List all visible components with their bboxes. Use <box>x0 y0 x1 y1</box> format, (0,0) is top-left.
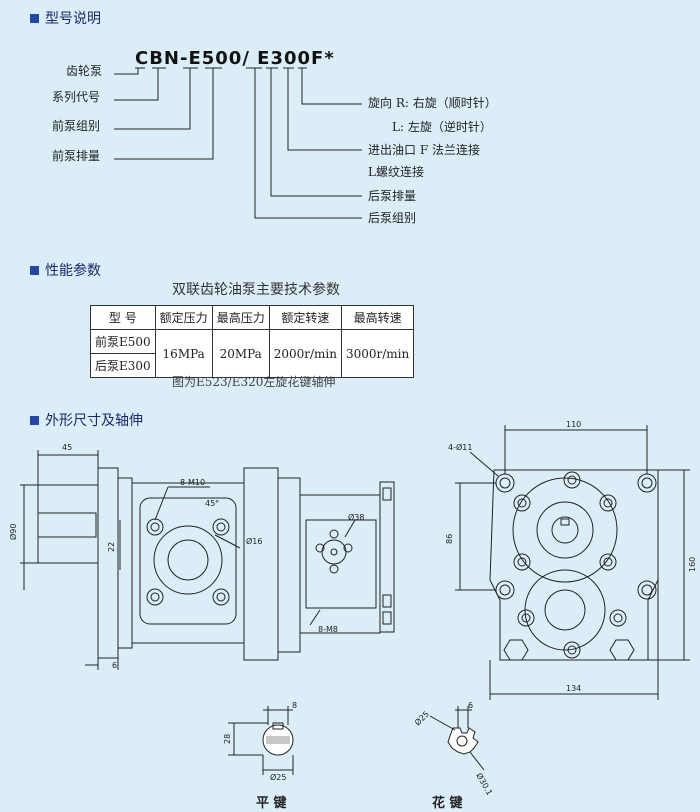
table-title: 双联齿轮油泵主要技术参数 <box>172 282 340 298</box>
dim-4-d11: 4-Ø11 <box>448 442 472 452</box>
spline-label: 花 键 <box>432 796 463 811</box>
th-max-pressure: 最高压力 <box>211 305 270 330</box>
dim-134: 134 <box>566 684 581 693</box>
label-rotation: 旋向 R: 右旋（顺时针） <box>368 96 497 110</box>
th-max-speed: 最高转速 <box>340 305 415 330</box>
bullet-square-icon <box>30 415 39 425</box>
dim-6: 6 <box>112 661 117 670</box>
dim-110: 110 <box>566 420 581 429</box>
label-rear-displacement: 后泵排量 <box>368 189 417 203</box>
key-28: 28 <box>223 734 232 744</box>
cell-max-speed: 3000r/min <box>340 329 415 378</box>
model-leader-lines <box>114 67 362 219</box>
dim-d16: Ø16 <box>246 536 262 546</box>
row-rear: 后泵E300 <box>90 353 156 378</box>
label-flange: 进出油口 F 法兰连接 <box>368 143 480 157</box>
figure-caption: 图为E523/E320左旋花键轴伸 <box>172 375 336 389</box>
table-row: 前泵E500 16MPa 20MPa 2000r/min 3000r/min <box>90 329 415 378</box>
section-model-title: 型号说明 <box>45 11 101 27</box>
dim-86: 86 <box>445 534 454 544</box>
section-performance: 性能参数 <box>30 260 101 280</box>
section-model: 型号说明 <box>30 8 101 28</box>
dim-d38: Ø38 <box>348 512 364 522</box>
bullet-square-icon <box>30 265 39 275</box>
label-rear-group: 后泵组别 <box>368 211 417 225</box>
key-d25: Ø25 <box>270 772 286 782</box>
dim-160: 160 <box>688 557 697 572</box>
key-8: 8 <box>292 701 297 710</box>
section-dimensions: 外形尺寸及轴伸 <box>30 410 143 430</box>
spline-d30: Ø30.1 <box>474 771 495 797</box>
th-rated-speed: 额定转速 <box>268 305 342 330</box>
row-front: 前泵E500 <box>90 329 156 354</box>
bullet-square-icon <box>30 13 39 23</box>
model-code: CBN-E500/ E300F* <box>135 48 335 69</box>
spline-6: 6 <box>468 701 473 710</box>
label-front-displacement: 前泵排量 <box>52 149 101 163</box>
flat-key-label: 平 键 <box>256 796 287 811</box>
cell-rated-pressure: 16MPa <box>154 329 213 378</box>
label-left-rotation: L: 左旋（逆时针） <box>392 120 492 134</box>
spec-table: 型 号 额定压力 最高压力 额定转速 最高转速 前泵E500 16MPa 20M… <box>90 305 415 378</box>
dim-d90: Ø90 <box>8 524 18 540</box>
cell-rated-speed: 2000r/min <box>268 329 342 378</box>
dim-22: 22 <box>107 542 116 552</box>
th-rated-pressure: 额定压力 <box>154 305 213 330</box>
dim-8m8: 8-M8 <box>318 625 338 634</box>
section-performance-title: 性能参数 <box>45 263 101 279</box>
dim-45: 45 <box>62 443 72 452</box>
dim-45deg: 45° <box>205 499 219 508</box>
section-dimensions-title: 外形尺寸及轴伸 <box>45 413 143 429</box>
dim-8m10: 8-M10 <box>180 478 205 487</box>
label-gear-pump: 齿轮泵 <box>66 64 103 78</box>
table-row: 后泵E300 <box>90 353 414 378</box>
spline-d25: Ø25 <box>412 709 431 728</box>
table-header-row: 型 号 额定压力 最高压力 额定转速 最高转速 <box>90 305 415 330</box>
label-front-group: 前泵组别 <box>52 119 101 133</box>
label-series-code: 系列代号 <box>52 90 101 104</box>
label-thread: L螺纹连接 <box>368 165 424 179</box>
